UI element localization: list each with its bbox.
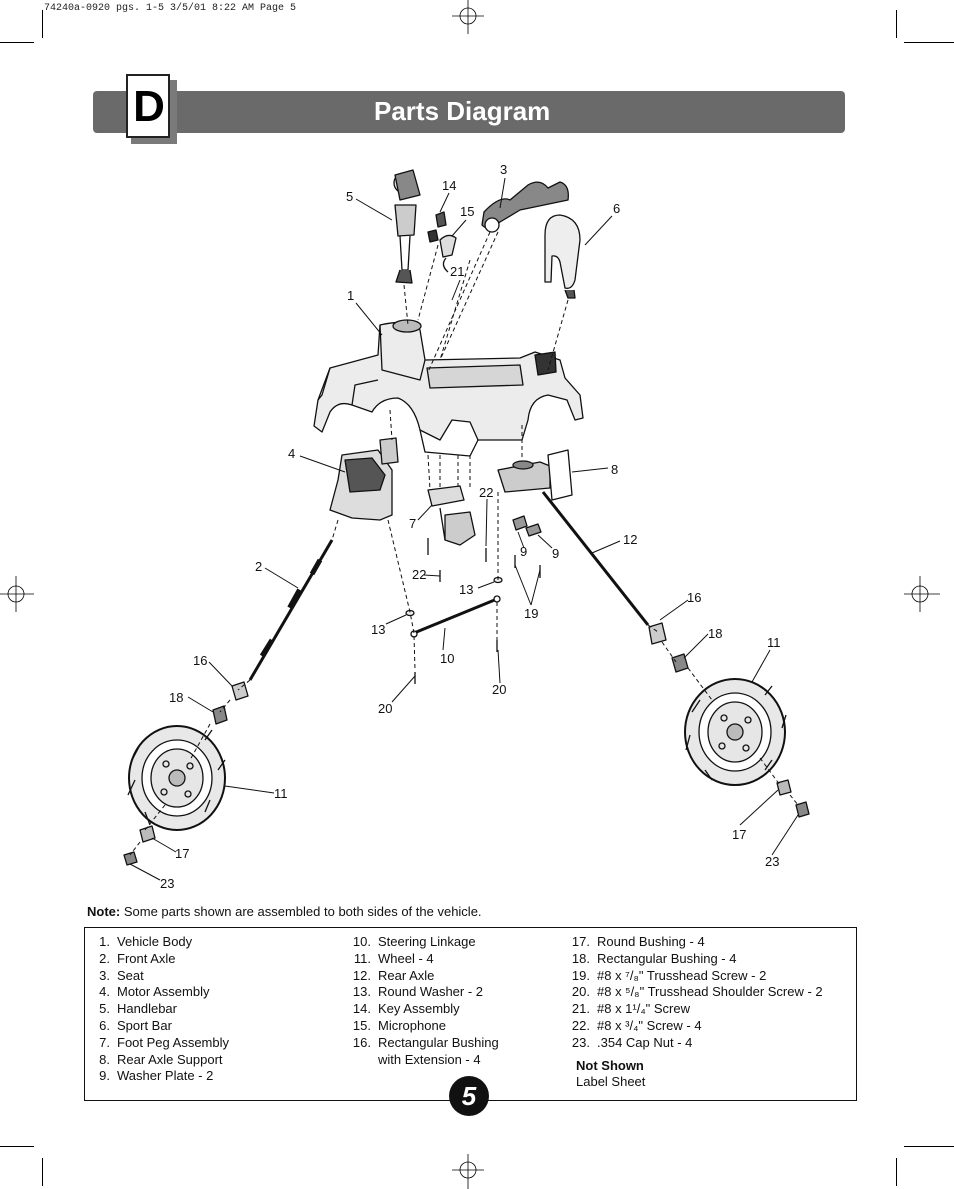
note-text: Some parts shown are assembled to both s…	[123, 904, 482, 919]
callout-number: 12	[623, 532, 637, 547]
callout-number: 9	[520, 544, 527, 559]
callout-number: 11	[767, 635, 781, 650]
right-wheel-illustration	[684, 678, 787, 786]
list-item: 6.Sport Bar	[99, 1017, 172, 1033]
not-shown-item: Label Sheet	[576, 1074, 646, 1090]
crop-mark	[0, 1146, 34, 1147]
not-shown-heading: Not Shown	[576, 1057, 644, 1073]
list-item: 4.Motor Assembly	[99, 984, 210, 1000]
list-item: 19.#8 x ⁷/₈" Trusshead Screw - 2	[571, 967, 767, 983]
callout-number: 3	[500, 162, 507, 177]
list-item: 16.Rectangular Bushing	[352, 1034, 499, 1050]
list-item: 1.Vehicle Body	[99, 934, 193, 949]
list-item: 23..354 Cap Nut - 4	[571, 1034, 693, 1050]
key-illustration	[435, 211, 447, 228]
callout-number: 13	[371, 622, 385, 637]
list-item: 17.Round Bushing - 4	[571, 934, 705, 949]
steering-linkage-illustration	[413, 597, 498, 635]
section-letter-box: D	[126, 74, 170, 138]
callout-number: 18	[169, 690, 183, 705]
handlebar-illustration	[393, 169, 421, 284]
callout-number: 20	[492, 682, 506, 697]
parts-list-column-1: 1.Vehicle Body 2.Front Axle 3.Seat 4.Mot…	[90, 934, 229, 1085]
list-item: 8.Rear Axle Support	[99, 1051, 223, 1067]
callout-number: 8	[611, 462, 618, 477]
crop-mark	[904, 42, 954, 43]
left-wheel-illustration	[127, 725, 226, 831]
list-item: 10.Steering Linkage	[352, 934, 476, 949]
crop-mark	[904, 1146, 954, 1147]
list-item: 22.#8 x ³/₄" Screw - 4	[571, 1017, 702, 1033]
rear-axle-illustration	[541, 491, 650, 626]
callout-number: 6	[613, 201, 620, 216]
callout-number: 2	[255, 559, 262, 574]
list-item: 15.Microphone	[352, 1017, 446, 1033]
list-item: 5.Handlebar	[99, 1001, 177, 1017]
crop-mark	[42, 10, 43, 38]
seat-illustration	[481, 181, 569, 233]
rear-axle-support-illustration	[497, 449, 573, 501]
callout-number: 21	[450, 264, 464, 279]
page-number: 5	[449, 1076, 489, 1116]
section-header-bar	[93, 91, 845, 133]
list-item: 7.Foot Peg Assembly	[99, 1034, 229, 1050]
crop-mark	[42, 1158, 43, 1186]
callout-number: 4	[288, 446, 295, 461]
parts-list-column-2: 10.Steering Linkage 11.Wheel - 4 12.Rear…	[351, 934, 499, 1068]
microphone-illustration	[439, 234, 457, 258]
callout-number: 19	[524, 606, 538, 621]
callout-number: 14	[442, 178, 456, 193]
callout-number: 20	[378, 701, 392, 716]
crop-mark	[896, 10, 897, 38]
exploded-parts-diagram: 5 14 3 15 6 21 1 4 8 22 7 9 9 12 2 22 13…	[123, 162, 810, 891]
list-item: 3.Seat	[99, 967, 144, 983]
callout-number: 17	[175, 846, 189, 861]
callout-number: 5	[346, 189, 353, 204]
crop-mark	[896, 1158, 897, 1186]
callout-number: 10	[440, 651, 454, 666]
list-item-continuation: with Extension - 4	[378, 1051, 481, 1067]
callout-number: 17	[732, 827, 746, 842]
list-item: 21.#8 x 1¹/₄" Screw	[571, 1001, 691, 1017]
callout-number: 1	[347, 288, 354, 303]
motor-assembly-illustration	[329, 437, 399, 521]
list-item: 9.Washer Plate - 2	[99, 1068, 214, 1084]
list-item: 2.Front Axle	[99, 950, 176, 966]
list-item: 14.Key Assembly	[352, 1001, 460, 1017]
page-title: Parts Diagram	[374, 96, 551, 126]
callout-number: 22	[479, 485, 493, 500]
list-item: 13.Round Washer - 2	[352, 984, 484, 1000]
front-axle-illustration	[248, 539, 334, 681]
list-item: 11.Wheel - 4	[353, 950, 434, 966]
callout-number: 11	[274, 786, 288, 801]
callout-number: 23	[160, 876, 174, 891]
callout-number: 16	[193, 653, 207, 668]
list-item: 18.Rectangular Bushing - 4	[571, 950, 737, 966]
callout-number: 23	[765, 854, 779, 869]
callout-number: 18	[708, 626, 722, 641]
callout-number: 22	[412, 567, 426, 582]
callout-number: 7	[409, 516, 416, 531]
diagram-note: Note: Some parts shown are assembled to …	[87, 904, 482, 919]
callout-number: 16	[687, 590, 701, 605]
list-item: 12.Rear Axle	[352, 967, 435, 983]
foot-peg-illustration	[427, 485, 476, 546]
print-slug: 74240a-0920 pgs. 1-5 3/5/01 8:22 AM Page…	[44, 3, 297, 14]
callout-number: 13	[459, 582, 473, 597]
callout-number: 9	[552, 546, 559, 561]
section-letter: D	[133, 82, 165, 131]
sport-bar-illustration	[544, 214, 581, 299]
list-item: 20.#8 x ⁵/₈" Trusshead Shoulder Screw - …	[571, 984, 823, 1000]
crop-mark	[0, 42, 34, 43]
vehicle-body-illustration	[313, 319, 584, 457]
callout-number: 15	[460, 204, 474, 219]
note-label: Note:	[87, 904, 121, 919]
parts-list-column-3: 17.Round Bushing - 4 18.Rectangular Bush…	[570, 934, 823, 1091]
